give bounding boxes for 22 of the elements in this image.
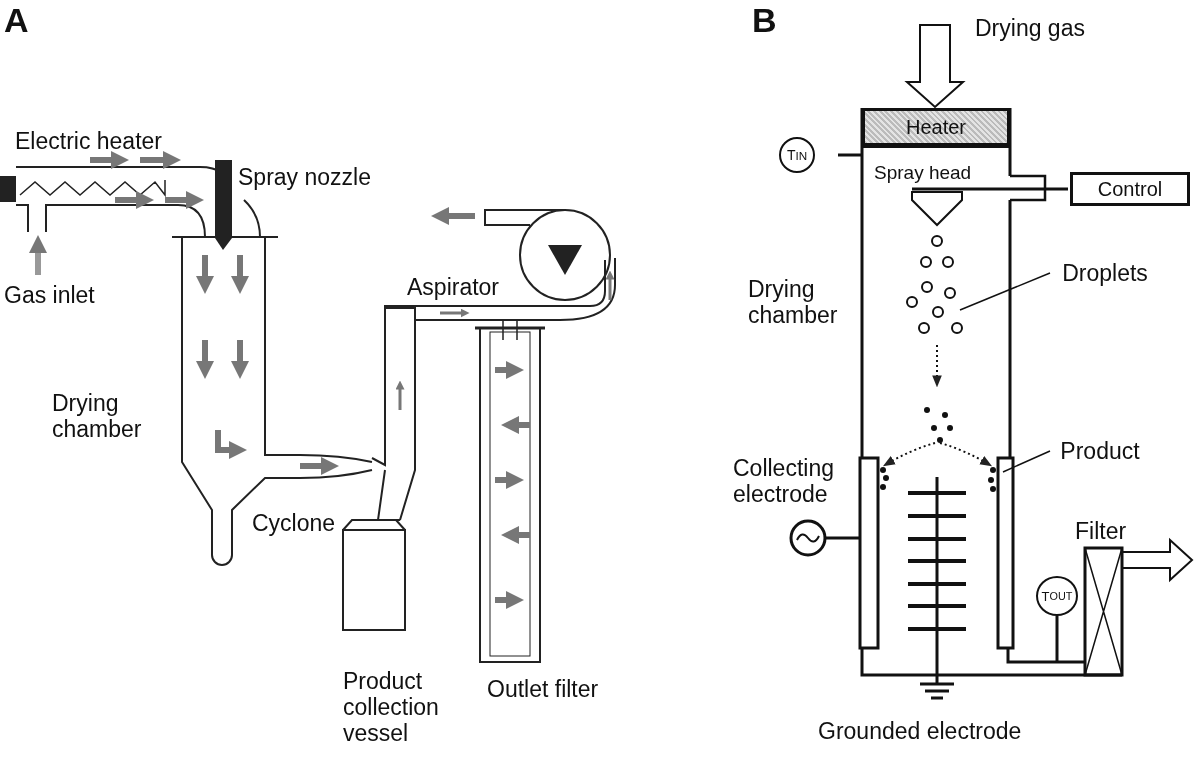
leader-line [1002, 450, 1051, 473]
part-label: Collecting electrode [733, 455, 835, 507]
heater-block: Heater [862, 108, 1010, 148]
part-label: Drying chamber [52, 390, 143, 442]
part-label: Spray nozzle [238, 164, 371, 190]
part-label: Drying chamber [748, 276, 839, 328]
part-label: Gas inlet [4, 282, 95, 308]
part-label: Product collection vessel [343, 668, 440, 746]
panel-letter: B [752, 2, 777, 38]
part-label: Aspirator [407, 274, 500, 300]
part-label: Spray head [874, 161, 972, 185]
part-label: Outlet filter [487, 676, 599, 702]
part-label: Product [1050, 436, 1150, 466]
part-label: Filter [1075, 518, 1127, 544]
part-label: Electric heater [15, 128, 162, 154]
part-label: Drying gas [975, 15, 1085, 41]
panel-letter: A [4, 2, 29, 38]
leader-line [959, 272, 1051, 311]
part-label: Grounded electrode [818, 718, 1022, 744]
part-label: Droplets [1050, 258, 1160, 288]
control-unit: Control [1070, 172, 1190, 206]
part-label: Cyclone [252, 510, 336, 536]
